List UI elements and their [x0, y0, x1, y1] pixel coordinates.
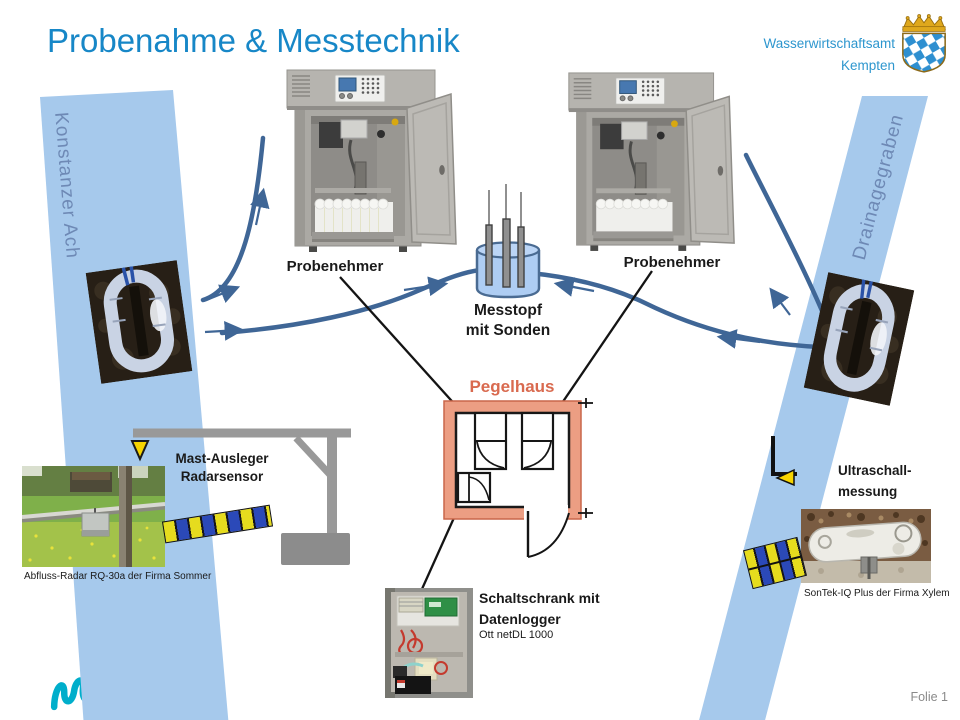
messtopf-graphic	[475, 184, 541, 299]
sontek-photo	[801, 509, 931, 583]
radar-photo	[22, 466, 165, 567]
page-title: Probenahme & Messtechnik	[47, 22, 460, 59]
label-pegelhaus: Pegelhaus	[469, 377, 555, 396]
bavaria-crest-icon	[902, 14, 946, 73]
label-probenehmer-left: Probenehmer	[286, 258, 384, 275]
label-mast: Mast-Ausleger Radarsensor	[175, 451, 269, 484]
sampler-photo-left	[279, 62, 461, 254]
slide-number: Folie 1	[910, 690, 948, 704]
pegelhaus-floorplan	[443, 398, 593, 558]
intake-photo-left	[85, 260, 193, 384]
label-schaltschrank-model: Ott netDL 1000	[479, 629, 554, 641]
label-probenehmer-right: Probenehmer	[623, 254, 721, 271]
caption-sontek: SonTek-IQ Plus der Firma Xylem	[804, 588, 950, 599]
label-schaltschrank: Schaltschrank mit Datenlogger	[479, 590, 600, 627]
label-ultraschall: Ultraschall- messung	[838, 463, 912, 499]
caption-radar: Abfluss-Radar RQ-30a der Firma Sommer	[24, 571, 212, 582]
label-messtopf: Messtopf mit Sonden	[465, 302, 551, 340]
org-name: Wasserwirtschaftsamt Kempten	[763, 36, 895, 73]
sampler-photo-right	[561, 65, 739, 253]
pipe-left-to-sampler	[200, 135, 266, 303]
schaltschrank-photo	[385, 588, 473, 698]
